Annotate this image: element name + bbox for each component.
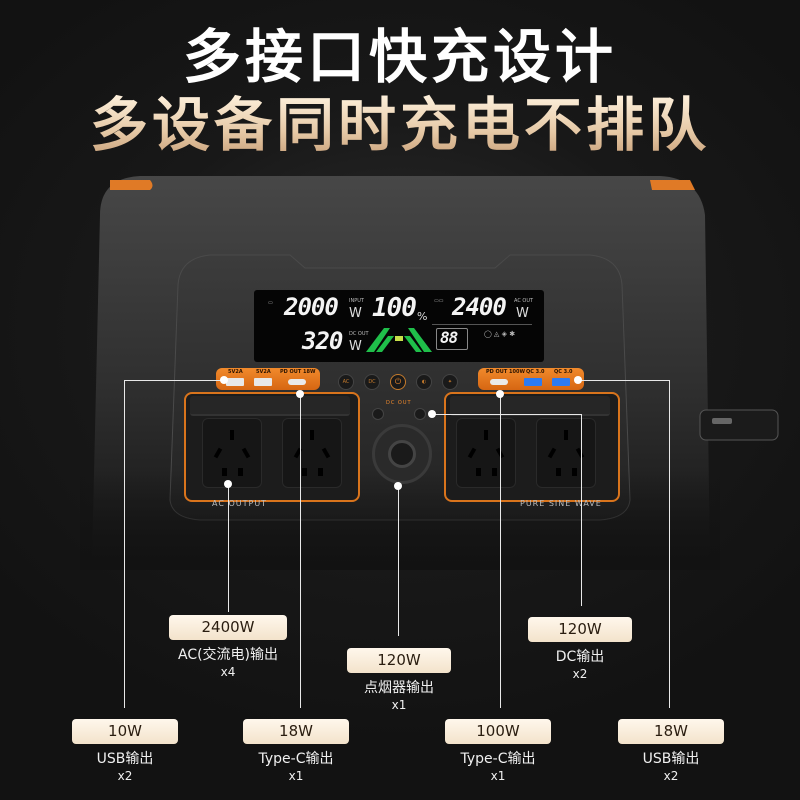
socket-cover-right bbox=[450, 396, 610, 416]
qc-2-label: QC 3.0 bbox=[554, 369, 573, 375]
temperature-box bbox=[436, 328, 468, 350]
usb-a-2-label: 5V2A bbox=[256, 369, 271, 375]
pd-right-label: PD OUT 100W bbox=[486, 369, 525, 375]
usb-a-port-1[interactable] bbox=[226, 378, 244, 386]
battery-percent: 100 bbox=[372, 293, 417, 323]
ac-output-caption: AC OUTPUT bbox=[212, 499, 268, 508]
ac-socket-4[interactable] bbox=[536, 418, 596, 488]
dot-usb-left bbox=[220, 376, 228, 384]
dc-out-tag: DC OUT bbox=[349, 331, 369, 337]
callout-usb-left-power: 10W bbox=[72, 719, 178, 744]
callout-cig: 120W 点烟器输出 x1 bbox=[330, 648, 468, 712]
right-port-plate: PD OUT 100W QC 3.0 QC 3.0 bbox=[478, 368, 584, 390]
left-port-plate: 5V2A 5V2A PD OUT 18W bbox=[216, 368, 320, 390]
wire-usb-left bbox=[124, 380, 125, 708]
type-c-port-right[interactable] bbox=[490, 379, 508, 385]
callout-typec-right-label: Type-C输出 bbox=[460, 751, 536, 767]
dc-out-label: DC OUT bbox=[386, 400, 412, 406]
callout-usb-right-power: 18W bbox=[618, 719, 724, 744]
ac-out-unit: W bbox=[516, 306, 529, 321]
callout-usb-left-qty: x2 bbox=[117, 769, 133, 783]
callout-typec-right-qty: x1 bbox=[490, 769, 506, 783]
wire-cig bbox=[398, 486, 399, 636]
callout-dc-label: DC输出 bbox=[555, 649, 605, 665]
callout-usb-left-label: USB输出 bbox=[96, 751, 154, 767]
qc-port-1[interactable] bbox=[524, 378, 542, 386]
dc-port-1[interactable] bbox=[372, 408, 384, 420]
wire-usb-right bbox=[669, 380, 670, 708]
wire-dc bbox=[581, 414, 582, 606]
callout-cig-qty: x1 bbox=[391, 698, 407, 712]
callout-ac-power: 2400W bbox=[169, 615, 287, 640]
callout-typec-left: 18W Type-C输出 x1 bbox=[226, 719, 366, 783]
callout-cig-power: 120W bbox=[347, 648, 451, 673]
pure-sine-caption: PURE SINE WAVE bbox=[520, 499, 602, 508]
callout-dc-qty: x2 bbox=[572, 667, 588, 681]
dc-port-2[interactable] bbox=[414, 408, 426, 420]
callout-dc-power: 120W bbox=[528, 617, 632, 642]
callout-usb-right-label: USB输出 bbox=[642, 751, 700, 767]
lcd-input-icon: ▭ bbox=[268, 300, 273, 306]
usb-a-1-label: 5V2A bbox=[228, 369, 243, 375]
input-unit: W bbox=[349, 306, 362, 321]
ac-button[interactable]: AC bbox=[338, 374, 354, 390]
callout-usb-right-qty: x2 bbox=[663, 769, 679, 783]
battery-level-bars bbox=[366, 328, 432, 352]
light-button[interactable]: ✦ bbox=[442, 374, 458, 390]
dc-out-unit: W bbox=[349, 339, 362, 354]
input-tag: INPUT bbox=[349, 298, 364, 304]
dot-dc bbox=[428, 410, 436, 418]
qc-1-label: QC 3.0 bbox=[526, 369, 545, 375]
dot-ac bbox=[224, 480, 232, 488]
input-watts: 2000 bbox=[284, 293, 339, 321]
mode-button[interactable]: ◐ bbox=[416, 374, 432, 390]
dc-out-watts: 320 bbox=[302, 327, 343, 355]
socket-cover-left bbox=[190, 396, 350, 416]
callout-usb-left: 10W USB输出 x2 bbox=[60, 719, 190, 783]
callout-typec-left-qty: x1 bbox=[288, 769, 304, 783]
ac-socket-2[interactable] bbox=[282, 418, 342, 488]
headline-subtitle: 多设备同时充电不排队 bbox=[0, 92, 800, 158]
lcd-left-icons: ▭▭ bbox=[434, 298, 444, 304]
callout-typec-left-power: 18W bbox=[243, 719, 349, 744]
callout-usb-right: 18W USB输出 x2 bbox=[604, 719, 738, 783]
pd-left-label: PD OUT 18W bbox=[280, 369, 316, 375]
ac-socket-3[interactable] bbox=[456, 418, 516, 488]
callout-typec-left-label: Type-C输出 bbox=[258, 751, 334, 767]
wire-usb-left-h bbox=[124, 380, 224, 381]
cigarette-lighter-socket[interactable] bbox=[372, 424, 432, 484]
ac-socket-1[interactable] bbox=[202, 418, 262, 488]
callout-ac-qty: x4 bbox=[220, 665, 236, 679]
dot-typec-right bbox=[496, 390, 504, 398]
wire-typec-right bbox=[500, 394, 501, 708]
percent-unit: % bbox=[417, 310, 428, 323]
wire-typec-left bbox=[300, 394, 301, 708]
callout-dc: 120W DC输出 x2 bbox=[512, 617, 648, 681]
dot-usb-right bbox=[574, 376, 582, 384]
dot-typec-left bbox=[296, 390, 304, 398]
wire-usb-right-h bbox=[578, 380, 670, 381]
usb-a-port-2[interactable] bbox=[254, 378, 272, 386]
temperature-value: 88 bbox=[440, 328, 458, 347]
ac-out-tag: AC OUT bbox=[514, 298, 534, 304]
wire-dc-h bbox=[432, 414, 582, 415]
callout-ac-label: AC(交流电)输出 bbox=[177, 647, 279, 663]
lcd-divider bbox=[432, 324, 532, 325]
qc-port-2[interactable] bbox=[552, 378, 570, 386]
wire-ac bbox=[228, 484, 229, 612]
callout-cig-label: 点烟器输出 bbox=[364, 680, 434, 696]
ac-out-watts: 2400 bbox=[452, 293, 507, 321]
lcd-status-icons: ◯ ◬ ◈ ✱ bbox=[484, 330, 516, 338]
callout-typec-right: 100W Type-C输出 x1 bbox=[428, 719, 568, 783]
lcd-display: ▭ 2000 INPUT W 100 % 2400 AC OUT W 320 D… bbox=[254, 290, 544, 362]
type-c-port-left[interactable] bbox=[288, 379, 306, 385]
callout-typec-right-power: 100W bbox=[445, 719, 551, 744]
dc-button[interactable]: DC bbox=[364, 374, 380, 390]
dot-cig bbox=[394, 482, 402, 490]
callout-ac: 2400W AC(交流电)输出 x4 bbox=[150, 615, 306, 679]
power-button[interactable]: ⏻ bbox=[390, 374, 406, 390]
headline-title: 多接口快充设计 bbox=[182, 23, 617, 91]
